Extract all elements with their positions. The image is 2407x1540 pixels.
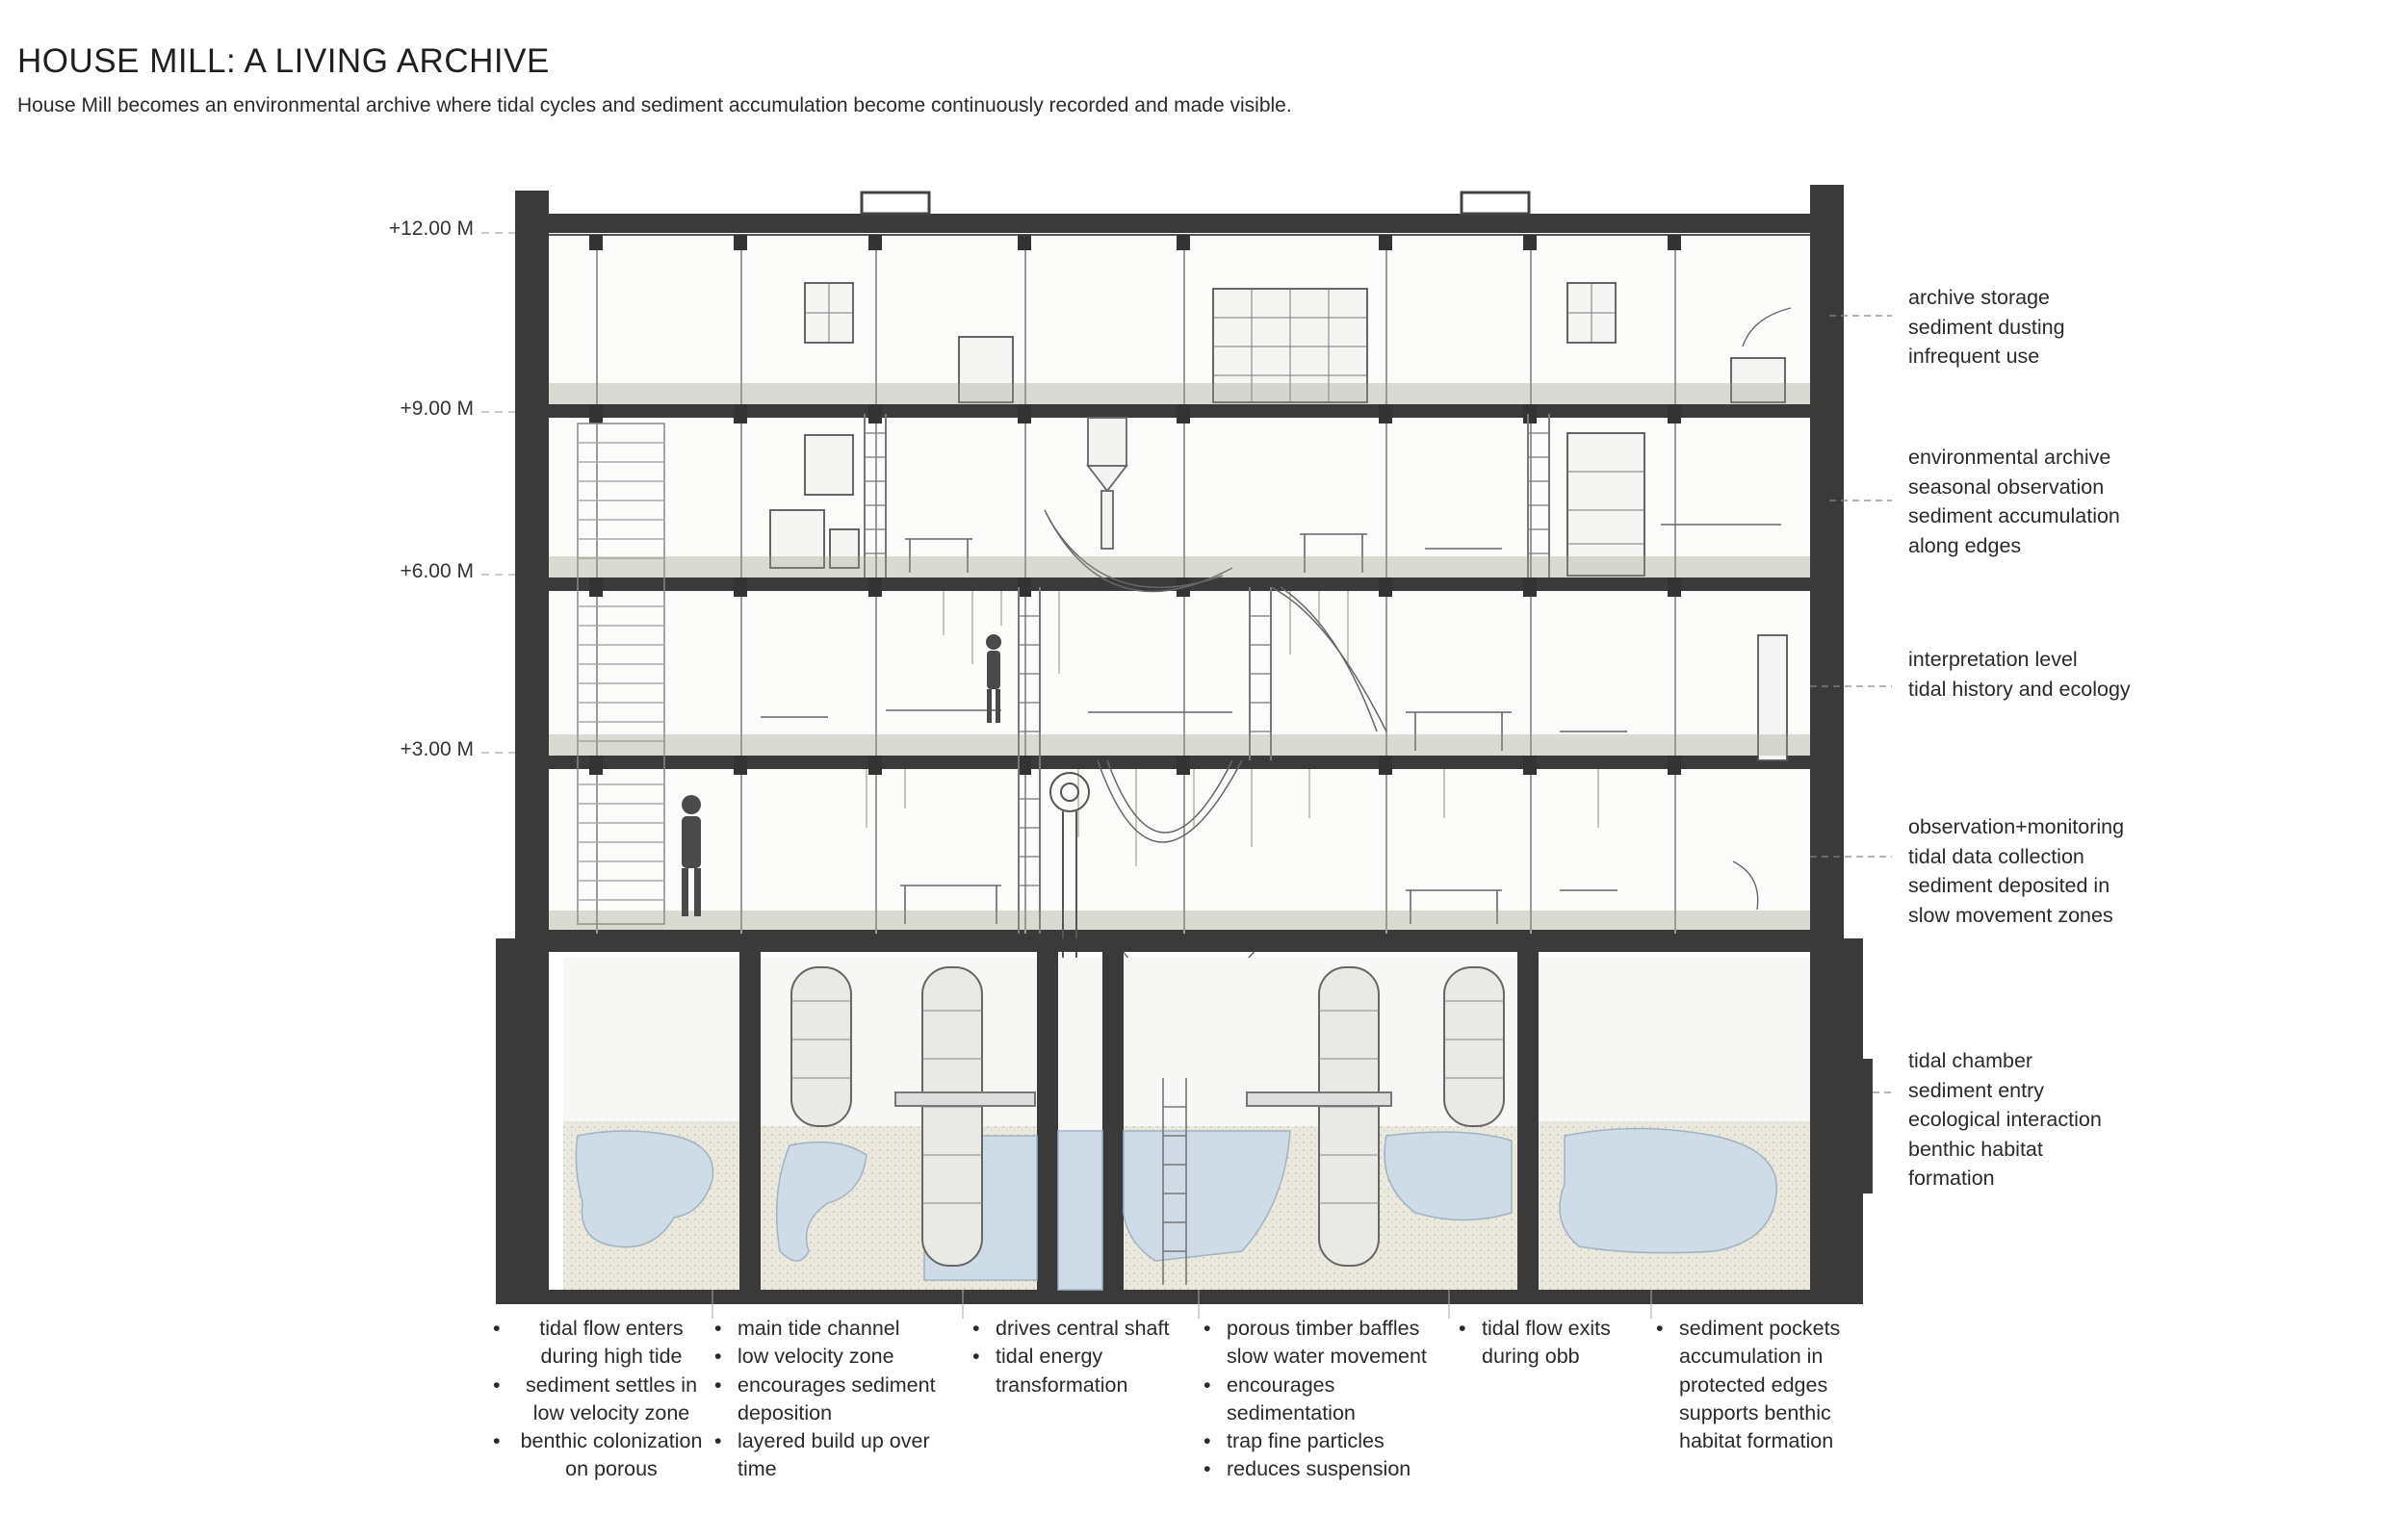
note-group-timber-baffles: porous timber baffles slow water movemen…	[1204, 1315, 1454, 1484]
page-subtitle: House Mill becomes an environmental arch…	[17, 94, 1292, 116]
annotation-arrows	[1732, 307, 1792, 911]
note-group-tidal-inflow: tidal flow enters during high tide sedim…	[493, 1315, 707, 1484]
hopper	[1086, 417, 1128, 550]
waterwheels	[790, 966, 1505, 1267]
level-label-12m: +12.00 M	[388, 218, 474, 240]
list-item: main tide channel	[714, 1315, 955, 1344]
ladders	[864, 414, 1550, 934]
level-guide-lines	[481, 232, 515, 754]
list-item: encourages sedimentation	[1204, 1372, 1454, 1428]
list-item: encourages sediment deposition	[714, 1372, 955, 1428]
list-item: sediment pockets accumulation in protect…	[1656, 1315, 1849, 1455]
list-item: drives central shaft	[972, 1315, 1199, 1344]
column-caps	[589, 235, 1681, 775]
list-item: layered build up over time	[714, 1427, 955, 1484]
annotation-archive-storage: archive storage sediment dusting infrequ…	[1908, 286, 2065, 368]
annotation-observation-monitoring: observation+monitoring tidal data collec…	[1908, 815, 2125, 927]
page-title: HOUSE MILL: A LIVING ARCHIVE	[17, 42, 550, 80]
list-item: benthic colonization on porous	[493, 1427, 707, 1484]
level-label-3m: +3.00 M	[400, 738, 474, 760]
annotation-tidal-chamber: tidal chamber sediment entry ecological …	[1908, 1049, 2102, 1190]
level-label-9m: +9.00 M	[400, 398, 474, 420]
outer-walls	[515, 185, 1844, 1022]
bottom-divider-lines	[712, 1290, 1652, 1319]
annotation-environmental-archive: environmental archive seasonal observati…	[1908, 446, 2120, 557]
annotation-interpretation-level: interpretation level tidal history and e…	[1908, 648, 2131, 701]
lower-ladder	[1162, 1078, 1187, 1285]
staircase	[577, 423, 665, 925]
annotation-leaders	[1810, 315, 1892, 1093]
hanging-vegetation	[866, 591, 1599, 866]
list-item: tidal energy transformation	[972, 1343, 1199, 1399]
roof	[549, 191, 1810, 236]
water-pools	[575, 1127, 1778, 1291]
note-group-main-channel: main tide channel low velocity zone enco…	[714, 1315, 955, 1484]
timber-baffles	[894, 1091, 1392, 1107]
list-item: porous timber baffles slow water movemen…	[1204, 1315, 1454, 1372]
list-item: sediment settles in low velocity zone	[493, 1372, 707, 1428]
human-figures	[682, 634, 1001, 916]
note-group-central-shaft: drives central shaft tidal energy transf…	[972, 1315, 1199, 1399]
basement-walls	[496, 938, 1873, 1304]
level-label-6m: +6.00 M	[400, 560, 474, 582]
tables	[761, 524, 1781, 924]
list-item: tidal flow enters during high tide	[493, 1315, 707, 1372]
note-group-tidal-outflow: tidal flow exits during obb	[1459, 1315, 1632, 1372]
note-group-sediment-pockets: sediment pockets accumulation in protect…	[1656, 1315, 1849, 1455]
list-item: reduces suspension	[1204, 1455, 1454, 1484]
floor-sediment	[549, 383, 1810, 930]
list-item: tidal flow exits during obb	[1459, 1315, 1632, 1372]
list-item: low velocity zone	[714, 1343, 955, 1372]
list-item: trap fine particles	[1204, 1427, 1454, 1456]
